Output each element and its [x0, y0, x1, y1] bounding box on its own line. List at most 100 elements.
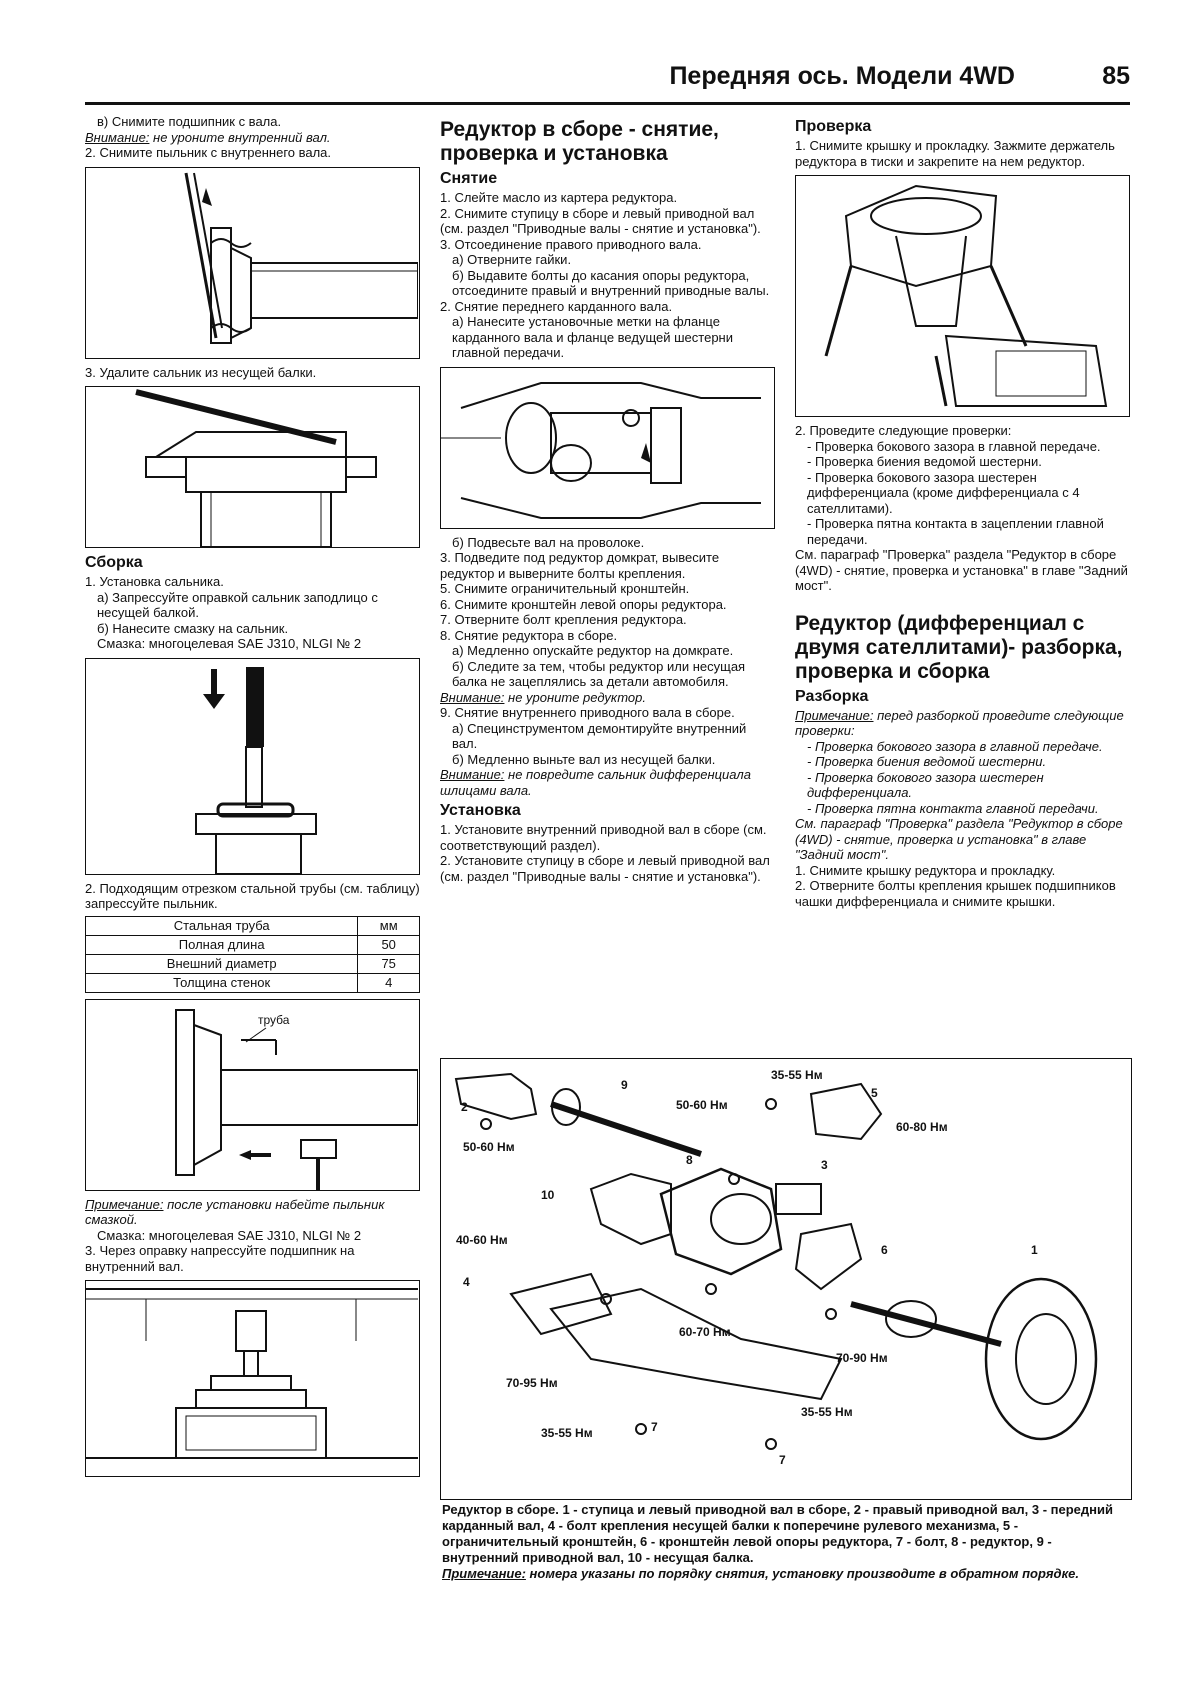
section-heading-assembly: Сборка — [85, 554, 143, 571]
section-heading-main: Редуктор в сборе - снятие, проверка и ус… — [440, 118, 719, 165]
step-text: 1. Установите внутренний приводной вал в… — [440, 822, 767, 853]
note-text: Примечание: после установки набейте пыль… — [85, 1196, 385, 1228]
step-text: б) Медленно выньте вал из несущей балки. — [452, 751, 716, 767]
diagram-label: 2 — [461, 1100, 468, 1114]
diagram-label: 8 — [686, 1153, 693, 1167]
note-text: - Проверка пятна контакта главной переда… — [807, 800, 1099, 816]
column-middle: Редуктор в сборе - снятие, проверка и ус… — [440, 114, 775, 884]
diagram-label: 7 — [779, 1453, 786, 1467]
step-text: 1. Установка сальника. — [85, 574, 224, 589]
figure-seal-install — [85, 657, 420, 875]
step-text: б) Подвесьте вал на проволоке. — [452, 534, 645, 550]
step-text: - Проверка бокового зазора шестерен дифф… — [807, 469, 1080, 516]
table-cell: Стальная труба — [84, 915, 359, 936]
torque-label: 50-60 Нм — [676, 1098, 728, 1112]
step-text: 7. Отверните болт крепления редуктора. — [440, 612, 687, 627]
warning-text: Внимание: не повредите сальник дифференц… — [440, 767, 751, 798]
figure-boot-install: труба — [85, 998, 420, 1191]
figure-label: труба — [258, 1013, 290, 1027]
step-text: 8. Снятие редуктора в сборе. — [440, 627, 618, 643]
step-text: - Проверка бокового зазора в главной пер… — [807, 438, 1101, 454]
step-text: в) Снимите подшипник с вала. — [97, 114, 282, 129]
torque-label: 70-95 Нм — [506, 1376, 558, 1390]
step-text: Смазка: многоцелевая SAE J310, NLGI № 2 — [97, 1227, 362, 1243]
table-cell: 50 — [357, 934, 420, 955]
step-text: 3. Удалите сальник из несущей балки. — [85, 364, 317, 380]
section-heading-removal: Снятие — [440, 170, 498, 187]
warning-text: Внимание: не уроните внутренний вал. — [85, 129, 331, 145]
page-title: Передняя ось. Модели 4WD — [669, 62, 1015, 90]
section-heading-install: Установка — [440, 802, 521, 819]
step-text: 2. Установите ступицу в сборе и левый пр… — [440, 853, 770, 884]
step-text: 2. Снимите пыльник с внутреннего вала. — [85, 145, 332, 160]
step-text: 3. Отсоединение правого приводного вала. — [440, 236, 702, 252]
step-text: 1. Слейте масло из картера редуктора. — [440, 190, 678, 205]
step-text: 3. Через оправку напрессуйте подшипник н… — [85, 1243, 355, 1274]
note-text: - Проверка бокового зазора шестерен дифф… — [807, 769, 1044, 801]
page-number: 85 — [1102, 62, 1130, 90]
figure-bearing-press — [85, 1280, 420, 1477]
step-text: б) Выдавите болты до касания опоры редук… — [452, 267, 770, 299]
page-header: Передняя ось. Модели 4WD 85 — [85, 60, 1130, 105]
diagram-label: 7 — [651, 1420, 658, 1434]
step-text: 2. Снятие переднего карданного вала. — [440, 298, 673, 314]
figure-propeller-shaft — [440, 366, 775, 529]
step-text: - Проверка биения ведомой шестерни. — [807, 454, 1042, 469]
section-heading-check: Проверка — [795, 118, 872, 135]
diagram-label: 1 — [1031, 1243, 1038, 1257]
step-text: См. параграф "Проверка" раздела "Редукто… — [795, 547, 1128, 593]
step-text: 5. Снимите ограничительный кронштейн. — [440, 581, 690, 596]
note-text: См. параграф "Проверка" раздела "Редукто… — [795, 816, 1123, 862]
column-right: Проверка 1. Снимите крышку и прокладку. … — [795, 114, 1130, 909]
diagram-label: 10 — [541, 1188, 555, 1202]
torque-label: 60-80 Нм — [896, 1120, 948, 1134]
section-heading-diff: Редуктор (дифференциал с двумя сателлита… — [795, 611, 1123, 683]
figure-seal-removal — [85, 386, 420, 548]
step-text: 1. Снимите крышку редуктора и прокладку. — [795, 862, 1056, 878]
step-text: - Проверка пятна контакта в зацеплении г… — [807, 516, 1104, 547]
diagram-label: 6 — [881, 1243, 888, 1257]
note-text: Примечание: перед разборкой проведите сл… — [795, 707, 1124, 739]
step-text: 2. Подходящим отрезком стальной трубы (с… — [85, 880, 420, 912]
step-text: а) Отверните гайки. — [452, 252, 572, 267]
step-text: а) Специнструментом демонтируйте внутрен… — [452, 720, 747, 752]
step-text: а) Запрессуйте оправкой сальник заподлиц… — [97, 589, 378, 621]
figure-boot-removal — [85, 166, 420, 359]
step-text: 2. Отверните болты крепления крышек подш… — [795, 878, 1116, 909]
step-text: а) Медленно опускайте редуктор на домкра… — [452, 643, 734, 658]
table-cell: Внешний диаметр — [84, 953, 359, 974]
diagram-label: 3 — [821, 1158, 828, 1172]
step-text: Смазка: многоцелевая SAE J310, NLGI № 2 — [97, 636, 362, 651]
note-text: - Проверка биения ведомой шестерни. — [807, 754, 1047, 769]
figure-caption: Редуктор в сборе. 1 - ступица и левый пр… — [442, 1502, 1130, 1582]
torque-label: 40-60 Нм — [456, 1233, 508, 1247]
diagram-label: 4 — [463, 1275, 470, 1289]
torque-label: 50-60 Нм — [463, 1140, 515, 1154]
table-cell: 4 — [357, 972, 420, 993]
step-text: 1. Снимите крышку и прокладку. Зажмите д… — [795, 138, 1115, 169]
step-text: 2. Снимите ступицу в сборе и левый приво… — [440, 205, 761, 237]
note-text: - Проверка бокового зазора в главной пер… — [807, 738, 1103, 754]
figure-exploded-assembly: 2 9 10 8 3 5 6 1 4 7 7 35-55 Нм 50-60 Нм… — [440, 1058, 1132, 1500]
step-text: а) Нанесите установочные метки на фланце… — [452, 314, 733, 360]
torque-label: 35-55 Нм — [541, 1426, 593, 1440]
section-heading-disassembly: Разборка — [795, 687, 869, 705]
column-left: в) Снимите подшипник с вала. Внимание: н… — [84, 114, 420, 1483]
diagram-label: 9 — [621, 1078, 628, 1092]
note-text: Примечание: номера указаны по порядку сн… — [442, 1566, 1080, 1581]
table-cell: мм — [357, 915, 420, 936]
table-cell: Толщина стенок — [84, 972, 359, 993]
diagram-label: 5 — [871, 1086, 878, 1100]
step-text: 9. Снятие внутреннего приводного вала в … — [440, 705, 735, 720]
torque-label: 35-55 Нм — [801, 1405, 853, 1419]
table-cell: 75 — [357, 953, 420, 974]
caption-text: Редуктор в сборе. 1 - ступица и левый пр… — [442, 1502, 1113, 1565]
step-text: б) Нанесите смазку на сальник. — [97, 620, 289, 636]
figure-vise-holder — [795, 175, 1130, 417]
torque-label: 70-90 Нм — [836, 1351, 888, 1365]
